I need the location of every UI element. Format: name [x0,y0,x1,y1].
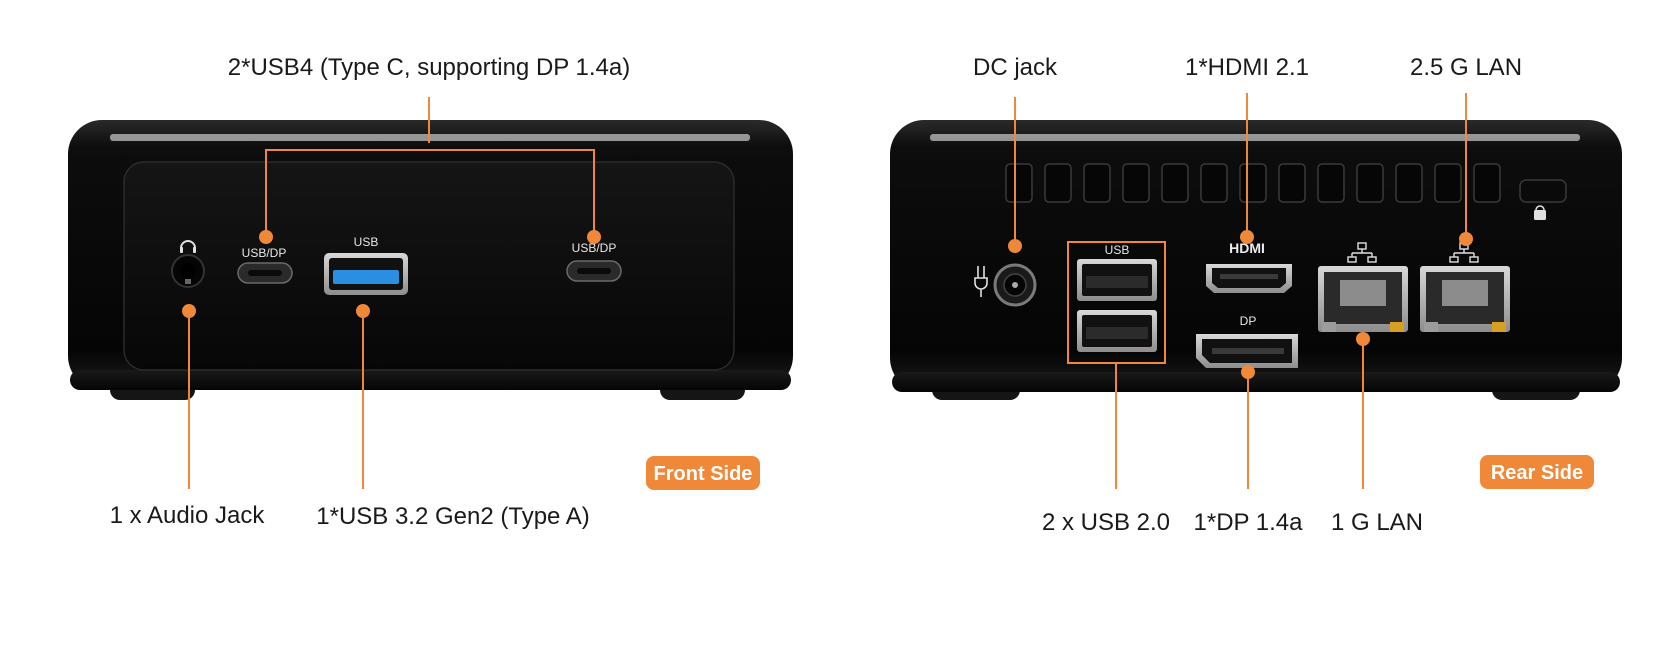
rear-top-highlight [930,134,1580,141]
rear-side-badge: Rear Side [1480,455,1594,489]
callout-usb4: 2*USB4 (Type C, supporting DP 1.4a) [228,54,630,81]
vent-slot [1044,163,1072,203]
vent-slot [1356,163,1384,203]
vent-slot [1083,163,1111,203]
callout-usb2: 2 x USB 2.0 [1042,509,1170,536]
rj45-port-1g [1318,266,1408,332]
vent-slot [1239,163,1267,203]
callout-dot [182,304,196,318]
audio-jack [171,254,205,288]
vent-slot [1317,163,1345,203]
vent-row [1005,163,1501,203]
callout-dot [1240,230,1254,244]
vent-slot [1473,163,1501,203]
power-plug-icon [974,266,988,297]
callout-audio-jack: 1 x Audio Jack [110,502,266,529]
dc-jack-port [993,263,1037,307]
front-panel [123,161,735,371]
callout-dp: 1*DP 1.4a [1194,509,1304,536]
callout-dot [1356,332,1370,346]
headphone-icon [180,240,196,253]
front-base-band [70,370,791,390]
callout-dot [259,230,273,244]
usb-a-port [324,253,408,295]
callout-hdmi: 1*HDMI 2.1 [1185,54,1309,81]
front-side-badge: Front Side [646,456,760,490]
callout-dc-jack: DC jack [973,54,1058,81]
callout-dot [1008,239,1022,253]
usb-a-port-bottom [1077,310,1157,352]
usb-c-port-left [237,262,293,284]
port-label-usb-front: USB [354,235,379,249]
port-label-usbdp-left: USB/DP [242,246,287,260]
port-label-hdmi: HDMI [1229,240,1265,256]
port-label-usbdp-right: USB/DP [572,241,617,255]
front-device: USB/DP USB USB/DP [68,120,793,400]
front-leaders [182,97,601,489]
kensington-lock-icon [1519,179,1567,220]
vent-slot [1434,163,1462,203]
usb-c-port-right [566,260,622,282]
svg-text:Front Side: Front Side [654,463,753,485]
rear-base-band [892,372,1620,392]
rear-device: USB HDMI DP [890,120,1622,400]
rj45-port-2-5g [1420,266,1510,332]
vent-slot [1161,163,1189,203]
callout-2-5g-lan: 2.5 G LAN [1410,54,1522,81]
vent-slot [1122,163,1150,203]
hdmi-port [1206,264,1292,293]
callout-dot [356,304,370,318]
callout-dot [587,230,601,244]
rear-leaders [1008,93,1473,489]
usb-a-port-top [1077,259,1157,301]
port-label-dp: DP [1240,314,1257,328]
callout-dot [1241,365,1255,379]
network-icon [1347,242,1377,263]
displayport-port [1196,334,1298,368]
vent-slot [1278,163,1306,203]
callout-1g-lan: 1 G LAN [1331,509,1423,536]
callout-dot [1459,232,1473,246]
vent-slot [1395,163,1423,203]
svg-text:Rear Side: Rear Side [1491,462,1583,484]
port-label-usb-rear: USB [1105,243,1130,257]
vent-slot [1005,163,1033,203]
callout-usb-a: 1*USB 3.2 Gen2 (Type A) [316,503,589,530]
vent-slot [1200,163,1228,203]
